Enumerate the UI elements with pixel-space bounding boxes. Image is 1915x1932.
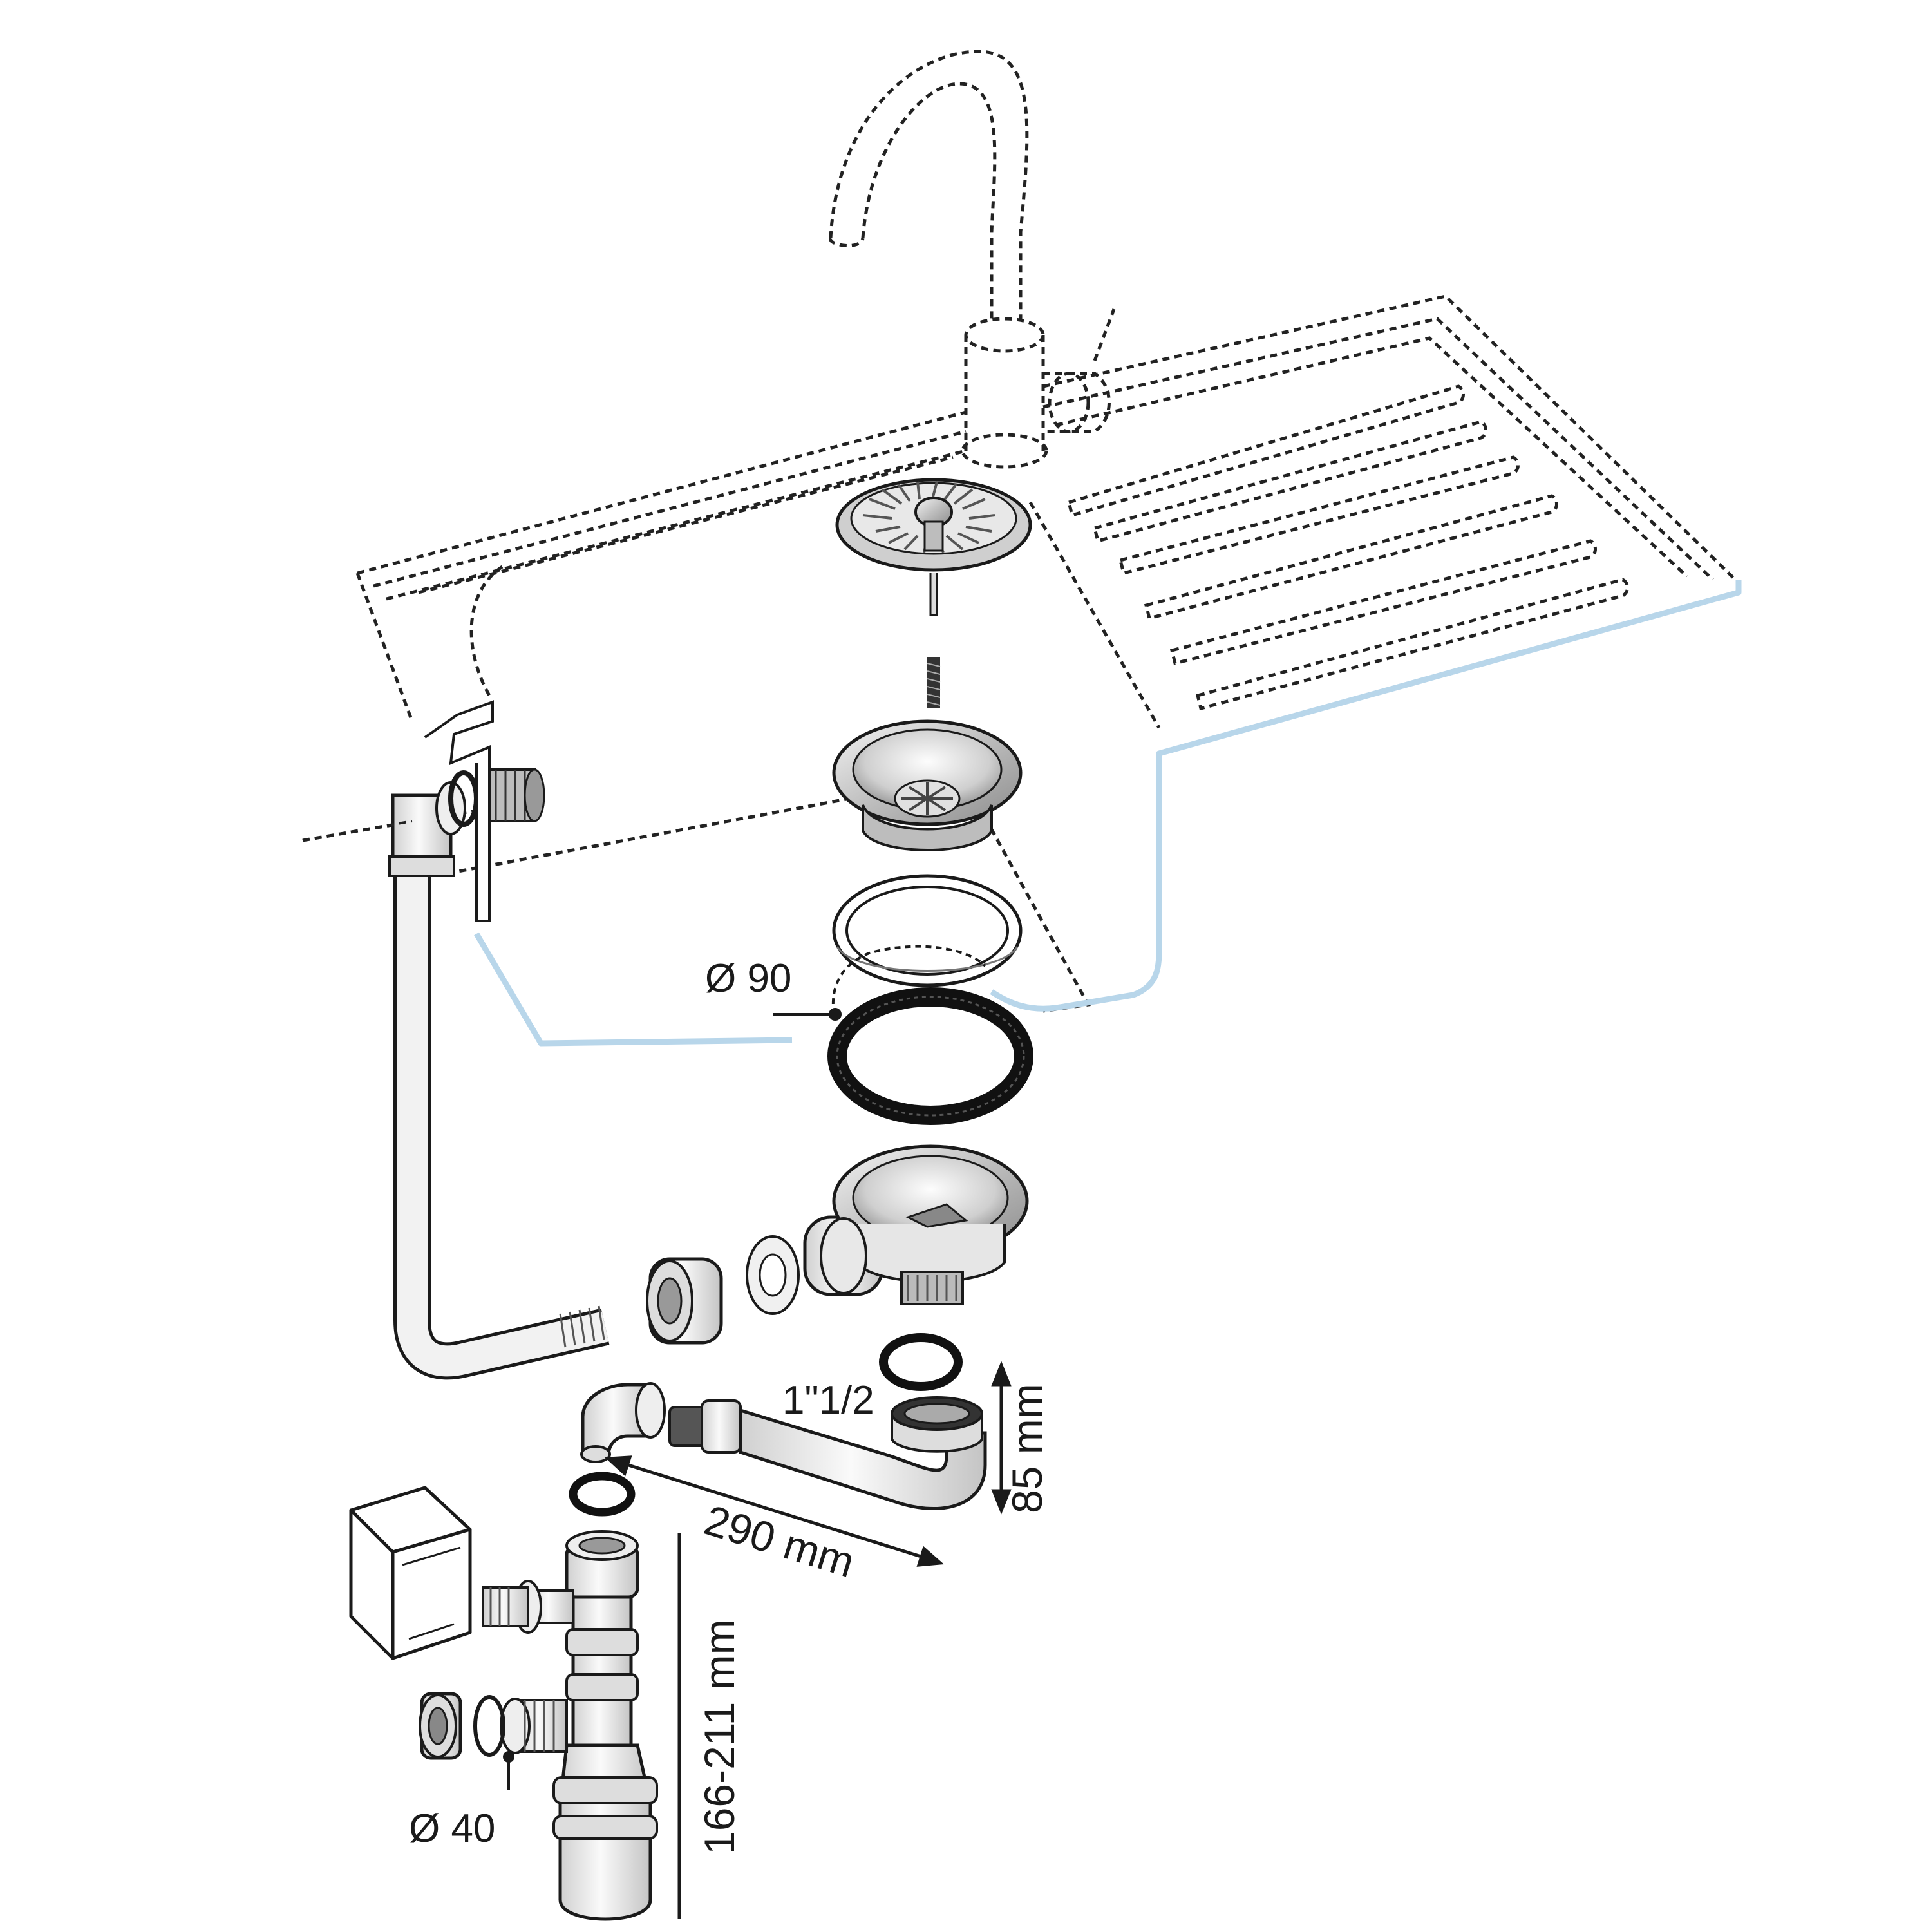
- sink-outline-icon: [302, 294, 1740, 1013]
- thread-size-label: 1"1/2: [782, 1378, 874, 1423]
- drain-bowl-icon: [832, 719, 1023, 851]
- basket-diameter-leader: [773, 945, 986, 1021]
- height-dimension-arrow: [991, 1361, 1012, 1515]
- sink-edge-outline: [474, 580, 1742, 1046]
- o-ring-icon: [879, 1333, 963, 1391]
- coupling-nut-icon: [646, 1257, 723, 1345]
- o-ring-icon: [569, 1472, 636, 1517]
- length-dimension-arrow: [604, 1455, 945, 1567]
- hose-nozzle-icon: [482, 1586, 529, 1627]
- outlet-diameter-label: Ø 40: [409, 1806, 495, 1851]
- pipe-length-label: 290 mm: [699, 1496, 860, 1586]
- basket-diameter-label: Ø 90: [705, 956, 791, 1001]
- strainer-basket-icon: [835, 478, 1032, 616]
- extension-pipe-icon: [668, 1396, 987, 1510]
- washing-machine-icon: [349, 1486, 472, 1660]
- compression-nut-icon: [419, 1692, 462, 1760]
- elbow-connector-icon: [580, 1382, 666, 1463]
- siphon-height-label: 166-211 mm: [695, 1619, 743, 1855]
- height-label: 85 mm: [1003, 1383, 1051, 1513]
- flat-washer-icon: [832, 874, 1023, 987]
- bottle-trap-icon: [500, 1530, 658, 1921]
- cone-washer-icon: [746, 1235, 800, 1315]
- dashed-guide-lines: [302, 820, 413, 842]
- overflow-bowl-icon: [803, 1144, 1029, 1305]
- overflow-hose-icon: [388, 700, 610, 1380]
- basket-screw-icon: [927, 657, 941, 708]
- faucet-icon: [829, 50, 1116, 469]
- o-ring-icon: [473, 1695, 505, 1757]
- rubber-gasket-icon: [827, 987, 1033, 1125]
- outlet-diameter-leader: [503, 1751, 514, 1790]
